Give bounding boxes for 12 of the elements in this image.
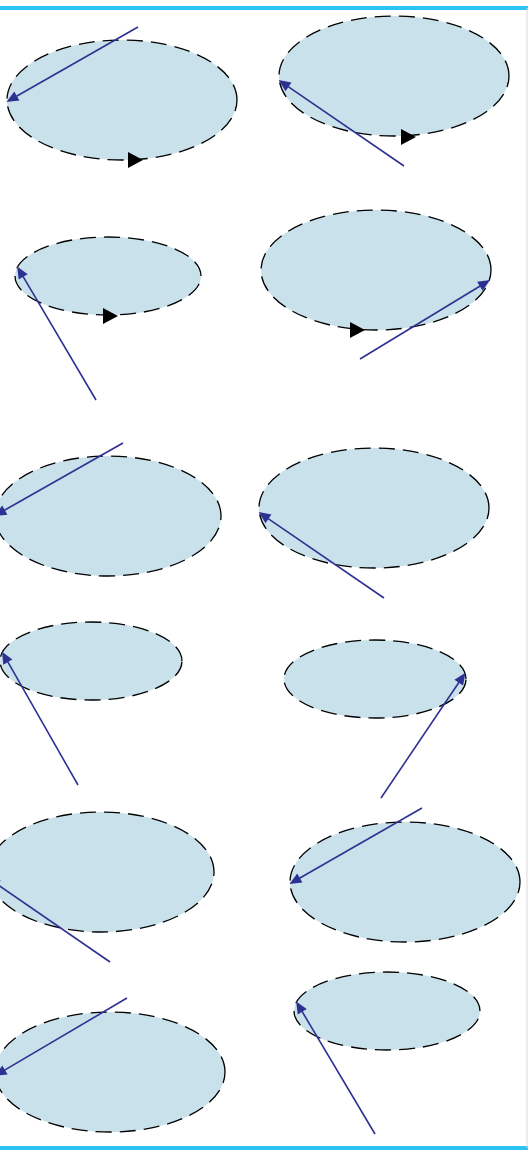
arrow: [0, 997, 128, 1076]
dashed-ellipse: [283, 639, 467, 719]
arrow: [359, 280, 490, 360]
dashed-ellipse: [258, 447, 490, 569]
dashed-ellipse: [289, 821, 521, 943]
arrow: [0, 442, 124, 516]
dashed-ellipse: [278, 15, 510, 137]
dashed-ellipse: [14, 236, 202, 316]
dashed-ellipse: [0, 1011, 226, 1133]
dashed-ellipse: [260, 209, 492, 331]
dashed-ellipse: [293, 971, 481, 1051]
dashed-ellipse: [6, 39, 238, 161]
